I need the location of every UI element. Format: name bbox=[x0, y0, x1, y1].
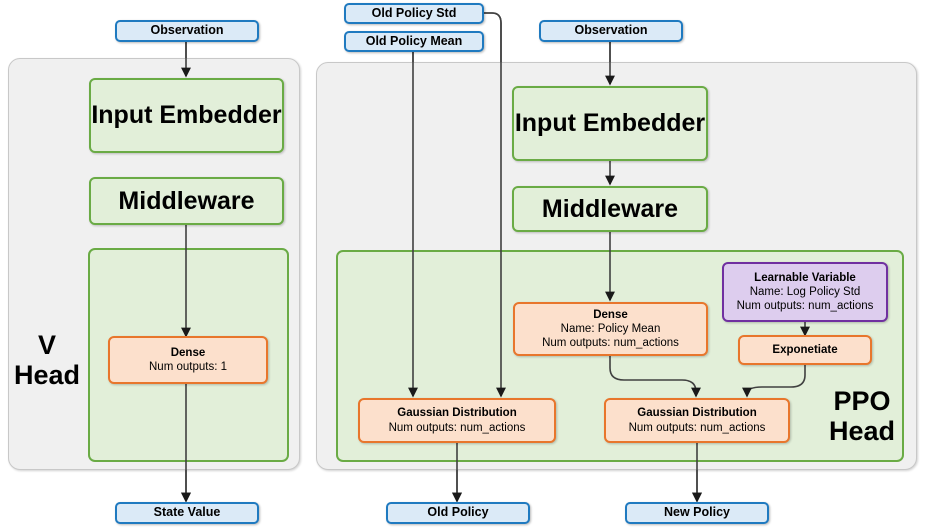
gaussian-new-title: Gaussian Distribution bbox=[637, 407, 757, 420]
ppo-head-observation-input[interactable]: Observation bbox=[539, 20, 683, 42]
exponetiate-label: Exponetiate bbox=[772, 343, 838, 356]
v-head-middleware[interactable]: Middleware bbox=[89, 177, 284, 225]
ppo-head-observation-label: Observation bbox=[574, 23, 648, 38]
v-head-state-value-output[interactable]: State Value bbox=[115, 502, 259, 524]
v-head-dense-num-outputs: Num outputs: 1 bbox=[149, 361, 227, 373]
ppo-head-middleware[interactable]: Middleware bbox=[512, 186, 708, 232]
ppo-head-exponetiate[interactable]: Exponetiate bbox=[738, 335, 872, 365]
v-head-middleware-label: Middleware bbox=[118, 186, 255, 215]
learnable-variable-num-outputs: Num outputs: num_actions bbox=[736, 300, 874, 312]
ppo-head-gaussian-distribution-old[interactable]: Gaussian Distribution Num outputs: num_a… bbox=[358, 398, 556, 443]
learnable-variable-name: Name: Log Policy Std bbox=[749, 285, 861, 298]
ppo-head-input-embedder-label: Input Embedder bbox=[514, 109, 706, 138]
v-head-dense[interactable]: Dense Num outputs: 1 bbox=[108, 336, 268, 384]
ppo-head-dense-title: Dense bbox=[593, 308, 628, 321]
v-head-caption: V Head bbox=[13, 330, 81, 391]
v-head-state-value-label: State Value bbox=[153, 505, 221, 520]
old-policy-output[interactable]: Old Policy bbox=[386, 502, 530, 524]
gaussian-new-num-outputs: Num outputs: num_actions bbox=[628, 421, 766, 434]
ppo-head-dense-name: Name: Policy Mean bbox=[560, 322, 661, 335]
new-policy-output[interactable]: New Policy bbox=[625, 502, 769, 524]
gaussian-old-num-outputs: Num outputs: num_actions bbox=[388, 421, 526, 434]
ppo-head-dense-policy-mean[interactable]: Dense Name: Policy Mean Num outputs: num… bbox=[513, 302, 708, 356]
v-head-input-embedder-label: Input Embedder bbox=[91, 101, 282, 130]
ppo-head-middleware-label: Middleware bbox=[541, 194, 679, 223]
old-policy-output-label: Old Policy bbox=[427, 505, 489, 520]
gaussian-old-title: Gaussian Distribution bbox=[397, 407, 517, 420]
v-head-dense-title: Dense bbox=[170, 346, 206, 359]
ppo-head-gaussian-distribution-new[interactable]: Gaussian Distribution Num outputs: num_a… bbox=[604, 398, 790, 443]
ppo-head-learnable-variable[interactable]: Learnable Variable Name: Log Policy Std … bbox=[722, 262, 888, 322]
old-policy-mean-label: Old Policy Mean bbox=[365, 33, 463, 48]
v-head-input-embedder[interactable]: Input Embedder bbox=[89, 78, 284, 153]
old-policy-mean-input[interactable]: Old Policy Mean bbox=[344, 31, 484, 52]
old-policy-std-label: Old Policy Std bbox=[371, 5, 457, 20]
ppo-head-input-embedder[interactable]: Input Embedder bbox=[512, 86, 708, 161]
ppo-head-caption: PPO Head bbox=[828, 386, 896, 447]
learnable-variable-title: Learnable Variable bbox=[754, 271, 856, 284]
old-policy-std-input[interactable]: Old Policy Std bbox=[344, 3, 484, 24]
v-head-observation-input[interactable]: Observation bbox=[115, 20, 259, 42]
new-policy-output-label: New Policy bbox=[664, 505, 730, 520]
ppo-head-dense-num-outputs: Num outputs: num_actions bbox=[542, 337, 679, 349]
v-head-observation-label: Observation bbox=[150, 23, 224, 38]
